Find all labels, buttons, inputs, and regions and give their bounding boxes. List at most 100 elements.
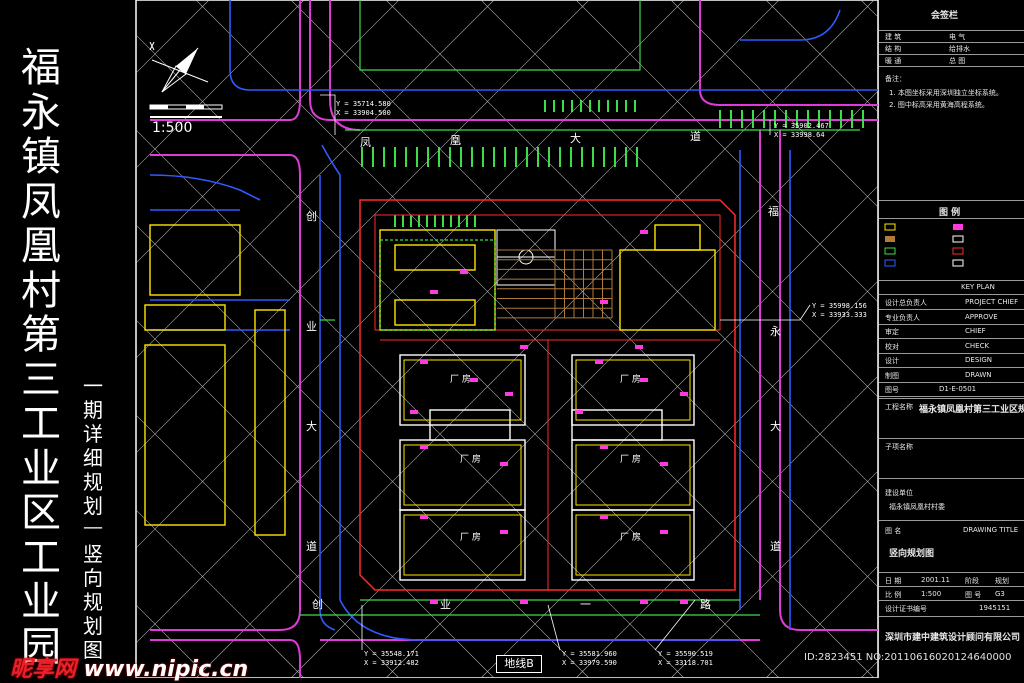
title-block-role: 专业负责人	[885, 313, 920, 322]
sign-row-label: 建 筑	[885, 33, 902, 41]
grid-line	[670, 0, 878, 208]
coordinate-label: Y = 35590.519	[658, 650, 713, 658]
scale-bar	[149, 104, 223, 118]
note-line: 2. 图中标高采用黄海高程系统。	[889, 101, 989, 109]
coordinate-label: X = 33998.64	[774, 131, 825, 139]
grid-line	[136, 224, 590, 678]
coordinate-label: Y = 35581.960	[562, 650, 617, 658]
subtitle-char: 图	[83, 638, 103, 662]
slope-marker	[520, 345, 528, 349]
subtitle-char: 规	[83, 470, 103, 494]
drawing-title-en: DRAWING TITLE	[963, 526, 1019, 534]
title-char: 凰	[21, 223, 61, 269]
grid-line	[136, 0, 400, 264]
title-char: 工	[21, 534, 61, 581]
notes-title: 备注：	[885, 75, 906, 83]
drawing-frame	[135, 0, 879, 678]
grid-line	[290, 0, 878, 588]
road-name-char: 创	[312, 598, 323, 611]
title-block-role-en: DRAWN	[965, 370, 992, 379]
title-block-role: 审定	[885, 328, 899, 336]
title-block-role-en: APPROVE	[965, 312, 998, 321]
slope-marker	[680, 392, 688, 396]
title-block-role: 设计总负责人	[885, 299, 927, 307]
sign-row-label: 给排水	[949, 45, 970, 53]
road-name-char: 福	[768, 204, 779, 218]
road-name-char: 业	[306, 320, 317, 333]
sheet-value: G3	[995, 590, 1005, 598]
road-name-char: 永	[770, 324, 781, 338]
road-name-char: 道	[690, 129, 701, 143]
stage-value: 规划	[995, 577, 1009, 585]
legend-swatches	[884, 223, 964, 267]
ground-line-marker: 地线B	[496, 655, 542, 673]
slope-marker	[420, 515, 428, 519]
title-char: 村	[21, 267, 61, 314]
slope-marker	[640, 378, 648, 382]
title-block: 会签栏 建 筑 电 气 结 构 给排水 暖 通 总 图 备注： 1. 本图坐标采…	[878, 0, 1024, 678]
road-name-char: 大	[770, 419, 781, 433]
slope-marker	[500, 462, 508, 466]
stage-label: 阶段	[965, 577, 979, 585]
subtitle-char: 期	[83, 398, 103, 422]
sign-row-label: 总 图	[949, 57, 966, 65]
slope-marker	[660, 530, 668, 534]
road-name-char: 一	[580, 598, 591, 611]
slope-marker	[430, 600, 438, 604]
grid-line	[136, 414, 400, 678]
grid-line	[136, 129, 685, 678]
subtitle-char: 细	[83, 446, 103, 470]
title-block-role: 设计	[885, 357, 899, 365]
watermark: 昵享网 www.nipic.cn	[10, 657, 249, 682]
factory-label: 厂 房	[620, 453, 641, 465]
grid-line	[385, 0, 878, 493]
title-block-role-en: CHIEF	[965, 327, 986, 335]
client-name: 福永镇凤凰村村委	[889, 503, 945, 511]
date-value: 2001.11	[921, 576, 950, 584]
factory-label: 厂 房	[450, 373, 471, 385]
factory-label: 厂 房	[620, 531, 641, 543]
grid-line	[670, 470, 878, 678]
subtitle-char: 竖	[83, 542, 103, 566]
title-char: 镇	[21, 134, 61, 180]
title-char: 区	[21, 490, 61, 536]
title-char: 三	[21, 356, 61, 403]
road-name-char: 大	[570, 131, 581, 145]
slope-marker	[460, 270, 468, 274]
title-char: 凤	[21, 178, 61, 225]
road-name-char: 道	[306, 539, 317, 553]
sign-row-label: 暖 通	[885, 57, 902, 65]
key-plan-label: KEY PLAN	[961, 283, 995, 291]
road-name-char: 道	[770, 539, 781, 553]
coordinate-label: Y = 35714.580	[336, 100, 391, 108]
slope-marker	[470, 378, 478, 382]
cert-value: 1945151	[979, 604, 1011, 612]
green-curbs	[300, 0, 860, 616]
subtitle-char: 规	[83, 590, 103, 614]
coordinate-label: X = 33904.500	[336, 109, 391, 117]
grid-line	[136, 319, 495, 678]
road-name-char: 创	[306, 210, 317, 223]
title-char: 业	[21, 579, 61, 625]
title-block-role-en: DESIGN	[965, 356, 992, 364]
client-label: 建设单位	[885, 489, 913, 497]
sheet-label: 图 号	[965, 591, 982, 599]
coordinate-label: X = 33118.701	[658, 659, 713, 667]
road-name-char: 路	[700, 598, 711, 611]
slope-marker	[520, 600, 528, 604]
coordinate-label: Y = 35902.467	[774, 122, 829, 130]
subitem-label: 子项名称	[885, 443, 913, 451]
title-block-role-en: D1-E-0501	[939, 385, 977, 393]
road-name-char: 凤	[360, 136, 371, 149]
road-name-char: 大	[306, 419, 317, 433]
coordinate-label: X = 33912.482	[364, 659, 419, 667]
road-curbs	[150, 0, 880, 678]
slope-marker	[635, 345, 643, 349]
site-boundary	[359, 199, 736, 591]
coordinate-label: Y = 35548.171	[364, 650, 419, 658]
sign-row-label: 电 气	[949, 33, 966, 41]
grid-line	[480, 0, 878, 398]
sign-row-label: 结 构	[885, 45, 902, 53]
factory-label: 厂 房	[460, 531, 481, 543]
